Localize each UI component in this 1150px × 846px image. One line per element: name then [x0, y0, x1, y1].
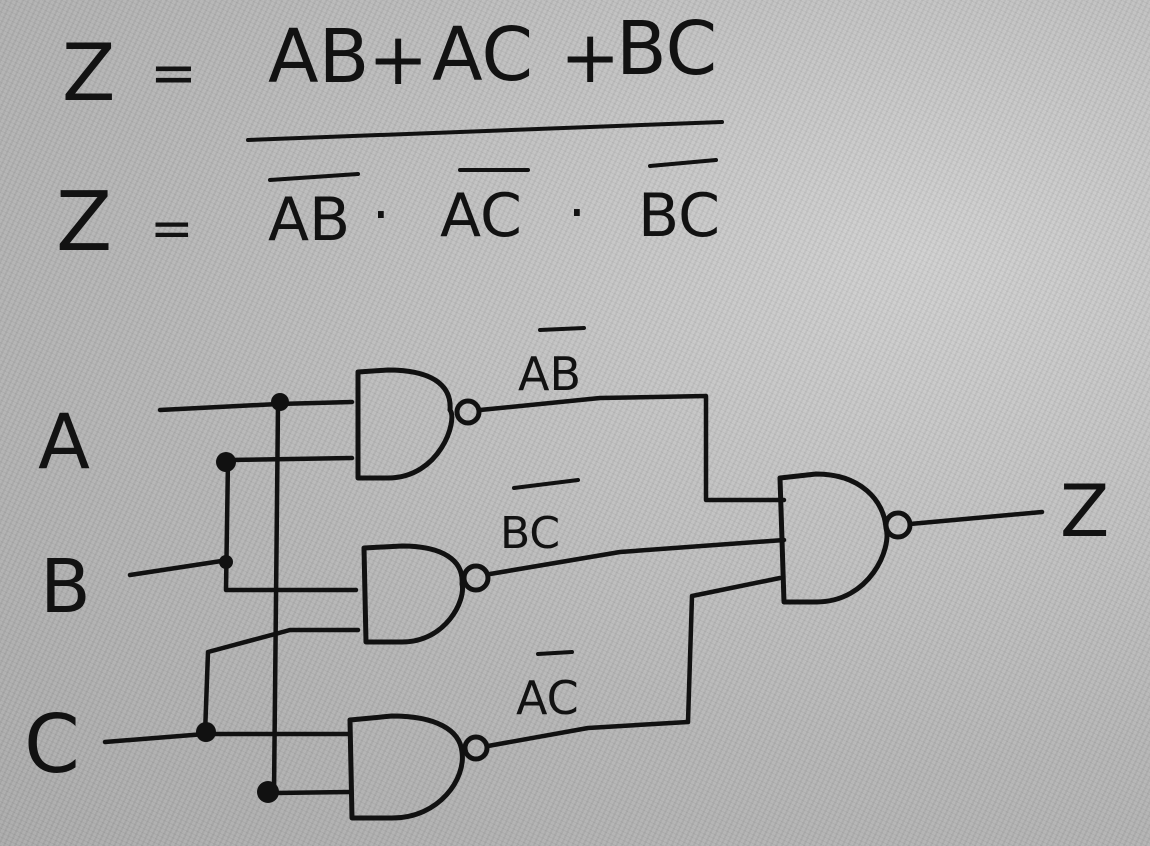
eq1-overbar	[246, 120, 724, 142]
wire-ac-to-output-gate	[485, 575, 783, 749]
junction-a-bottom	[257, 781, 279, 803]
eq2-dot-2: ·	[568, 181, 586, 246]
eq2-equals: =	[150, 199, 194, 259]
gate-label-bc: BC	[500, 508, 560, 559]
wire-c-in	[102, 731, 351, 745]
junction-b-top	[216, 452, 236, 472]
gate-label-ab: AB	[518, 347, 581, 401]
input-label-a: A	[38, 397, 90, 486]
nand-gate-ab	[355, 367, 482, 481]
wire-bc-to-output-gate	[487, 537, 787, 577]
wire-b-to-gate-ab	[225, 455, 355, 463]
eq2-term-ab: AB	[268, 185, 350, 255]
eq2-dot-1: ·	[372, 183, 390, 248]
wire-a-bus	[271, 401, 281, 796]
wire-a-in	[157, 399, 355, 413]
eq1-term-bc: BC	[616, 6, 717, 92]
wire-c-to-gate-bc	[202, 627, 361, 737]
eq1-lhs: Z	[62, 29, 115, 119]
wire-ab-to-output-gate	[477, 393, 787, 503]
gate-label-ac: AC	[516, 671, 579, 725]
eq1-plus-2: +	[560, 15, 620, 99]
eq2-term-ac: AC	[440, 181, 522, 251]
gate-label-ac-bar	[536, 650, 574, 656]
nand-gate-bc	[361, 543, 491, 645]
eq1-plus-1: +	[368, 17, 428, 101]
eq2-lhs: Z	[56, 175, 112, 270]
eq1-equals: =	[150, 41, 197, 106]
wire-b-in	[127, 557, 231, 578]
wire-a-to-gate-ac	[271, 789, 353, 796]
junction-a	[271, 393, 289, 411]
gate-label-bc-bar	[512, 478, 580, 490]
eq2-term-bc: BC	[638, 181, 720, 251]
nand-gate-output	[777, 471, 913, 605]
input-label-b: B	[40, 544, 91, 630]
eq1-term-ac: AC	[432, 12, 533, 98]
eq2-bc-bar	[648, 158, 718, 168]
eq2-ab-bar	[268, 172, 360, 182]
output-label-z: Z	[1060, 469, 1109, 553]
junction-c	[196, 722, 216, 742]
wire-z-out	[907, 509, 1045, 527]
eq1-term-ab: AB	[268, 14, 369, 100]
nand-gate-ac	[347, 713, 490, 821]
junction-b-bottom	[219, 555, 233, 569]
wire-b-bus	[223, 457, 359, 593]
gate-label-ab-bar	[538, 326, 586, 332]
input-label-c: C	[24, 698, 80, 791]
